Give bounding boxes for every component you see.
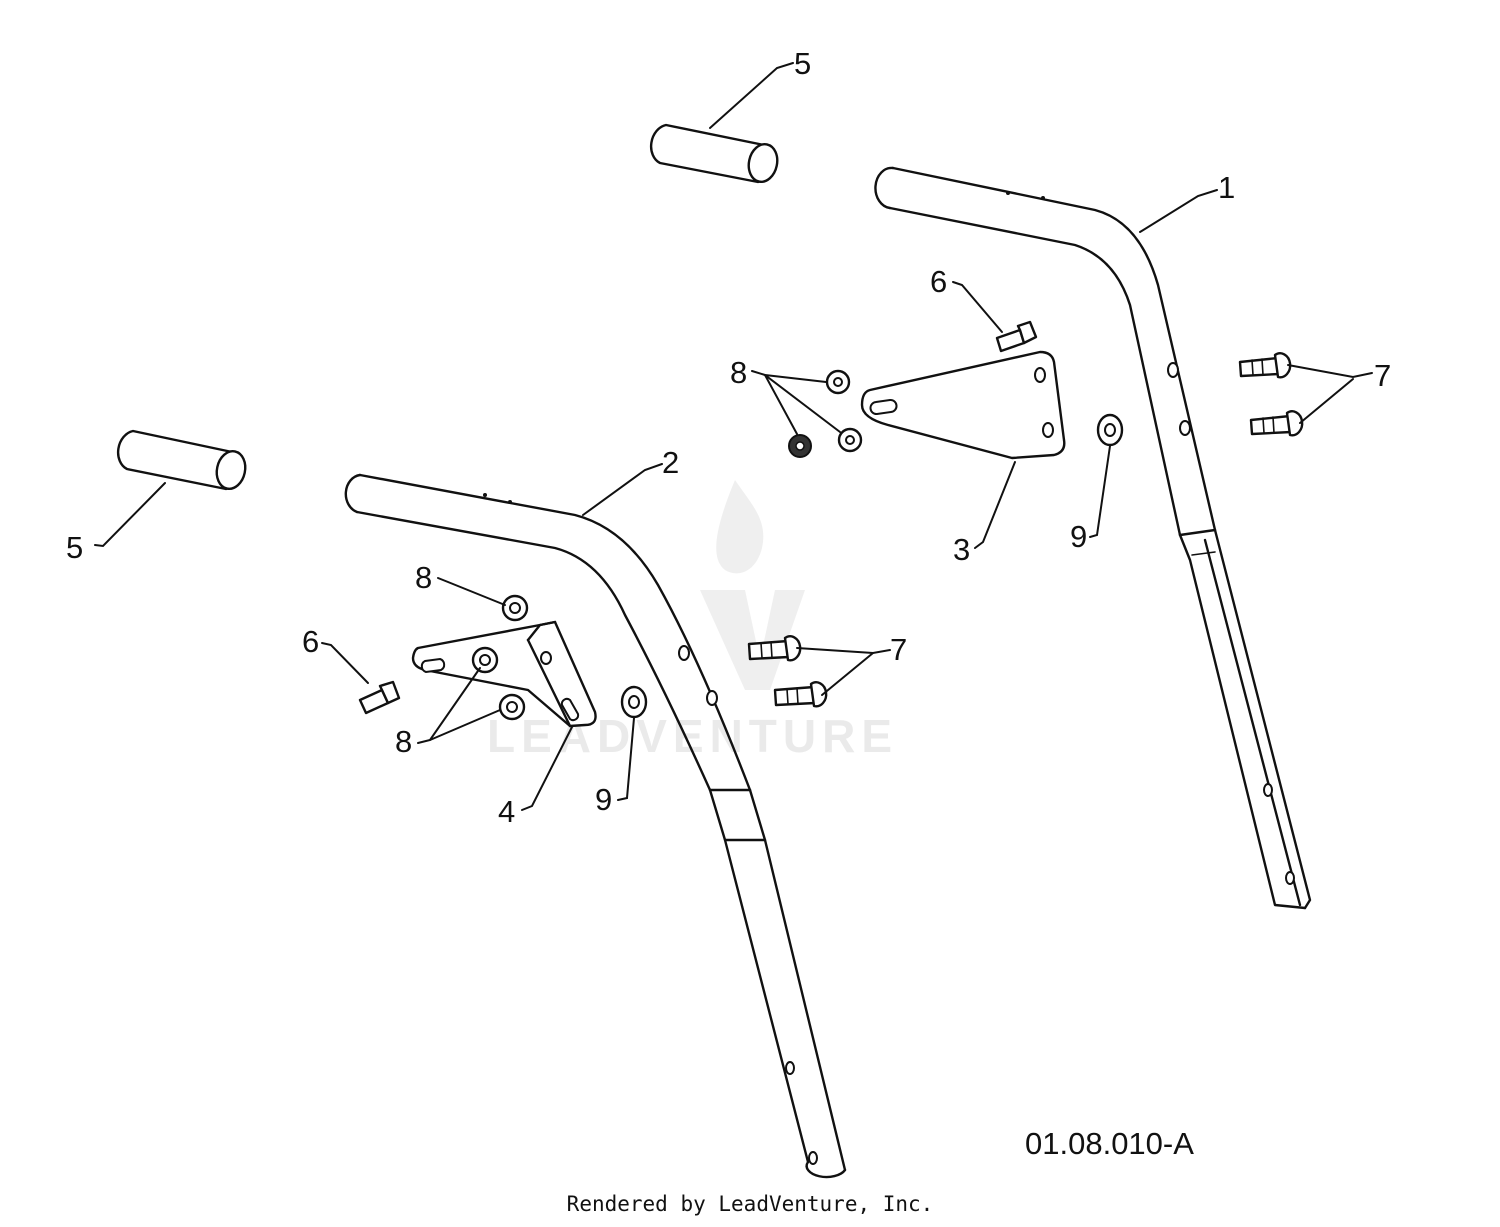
bracket-right [860,350,1066,460]
washer-right-8c [837,427,863,453]
render-credit: Rendered by LeadVenture, Inc. [566,1192,934,1216]
nut-right-8b [788,434,812,458]
bolt-left-6 [358,680,401,715]
nut-left-8a [501,594,529,622]
bolt-left-7b [773,681,828,708]
callout-3: 3 [953,532,970,567]
callout-8-left-bottom: 8 [395,724,412,759]
callout-8-left-top: 8 [415,560,432,595]
callout-6-right: 6 [930,264,947,299]
callout-5-left: 5 [66,530,83,565]
washer-right-8a [825,369,851,395]
callout-4: 4 [498,794,515,829]
callout-9-right: 9 [1070,519,1087,554]
bolt-right-7a [1238,352,1292,379]
callout-7-left: 7 [890,632,907,667]
washer-right-9 [1096,413,1124,447]
handle-left [344,473,847,1179]
callout-5-top: 5 [794,46,811,81]
callout-1: 1 [1218,170,1235,205]
leadventure-watermark: LEADVENTURE [487,480,898,762]
washer-left-9 [620,685,648,719]
washer-left-8c [498,693,526,721]
handle-right [874,166,1312,910]
washer-left-8b [471,646,499,674]
bolt-right-6 [995,320,1038,353]
grip-sleeve-top [649,123,779,184]
bracket-left [411,620,597,728]
callout-6-left: 6 [302,624,319,659]
callout-2: 2 [662,445,679,480]
leader-lines [94,62,1373,811]
watermark-text: LEADVENTURE [487,710,898,762]
callout-9-left: 9 [595,782,612,817]
callout-8-right: 8 [730,355,747,390]
diagram-code: 01.08.010-A [1025,1126,1194,1161]
callout-7-right: 7 [1374,358,1391,393]
bolt-right-7b [1249,410,1304,437]
grip-sleeve-left [116,429,247,491]
